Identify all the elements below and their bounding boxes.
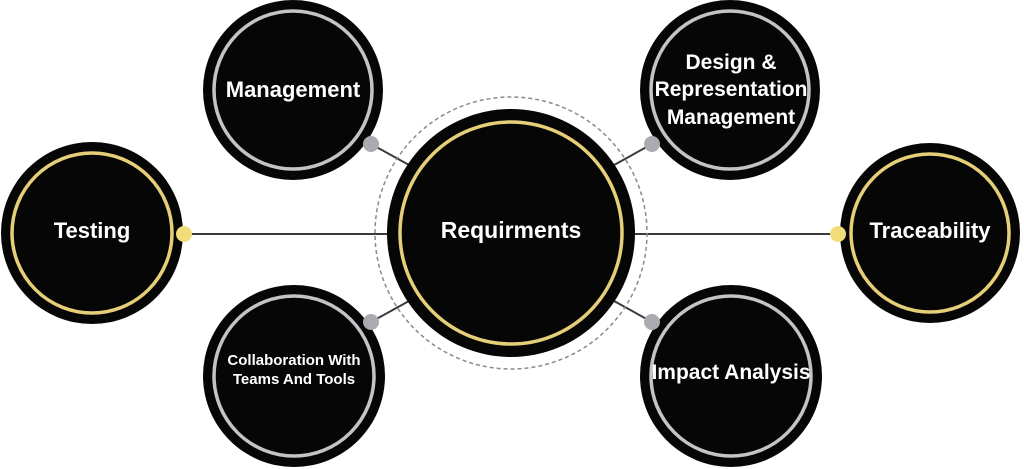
impact-label: Impact Analysis	[651, 360, 811, 384]
center-gold-ring	[398, 120, 624, 346]
center-label: Requirments	[440, 217, 582, 244]
testing-ring	[10, 151, 174, 315]
collaboration-ring	[212, 294, 376, 458]
dot-testing	[176, 226, 192, 242]
testing-label: Testing	[53, 217, 131, 243]
dot-collaboration	[363, 314, 379, 330]
traceability-label: Traceability	[869, 217, 991, 243]
collaboration-label: Collaboration With Teams And Tools	[227, 351, 361, 389]
collaboration-node	[203, 285, 385, 467]
center-dashed-outline	[374, 96, 648, 370]
impact-node	[640, 285, 822, 467]
management-node	[203, 0, 383, 180]
traceability-ring	[849, 152, 1011, 314]
center-node	[387, 109, 635, 357]
management-ring	[212, 9, 374, 171]
design-label: Design & Representation Management	[654, 51, 808, 129]
design-ring	[649, 9, 811, 171]
dot-management	[363, 136, 379, 152]
dot-impact	[644, 314, 660, 330]
dot-traceability	[830, 226, 846, 242]
dot-design	[644, 136, 660, 152]
management-label: Management	[225, 76, 361, 102]
traceability-node	[840, 143, 1020, 323]
impact-ring	[649, 294, 813, 458]
design-node	[640, 0, 820, 180]
testing-node	[1, 142, 183, 324]
